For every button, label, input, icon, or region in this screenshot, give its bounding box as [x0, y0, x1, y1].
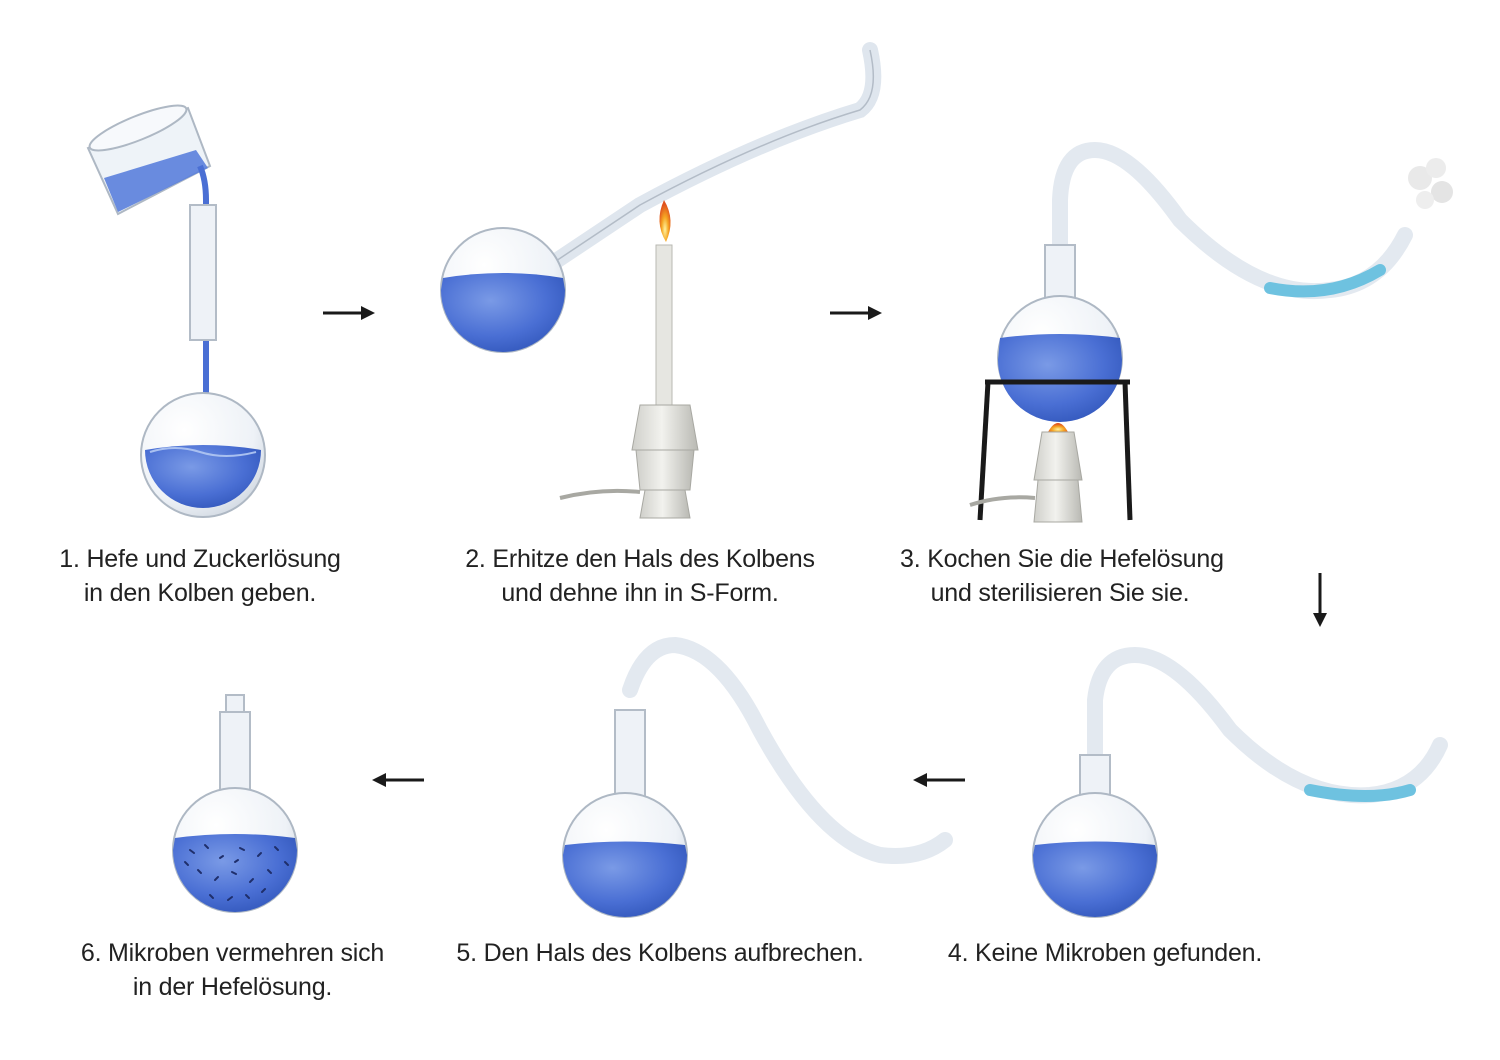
pouring-stream: [197, 164, 209, 440]
caption-step-3-line2: und sterilisieren Sie sie.: [930, 579, 1190, 607]
burner-icon: [969, 423, 1083, 523]
caption-step-2-line1: 2. Erhitze den Hals des Kolbens: [465, 545, 815, 573]
arrow-step4-to-step5: [913, 773, 965, 787]
caption-step-1-line2: in den Kolben geben.: [83, 579, 317, 607]
candle-icon: [559, 200, 699, 519]
caption-step-1: 1. Hefe und Zuckerlösung in den Kolben g…: [50, 542, 350, 610]
step-4-illustration: [1032, 646, 1448, 918]
step-1-illustration: [86, 104, 266, 518]
caption-step-3: 3. Kochen Sie die Hefelösung und sterili…: [900, 542, 1224, 610]
caption-step-1-line1: 1. Hefe und Zuckerlösung: [59, 545, 341, 573]
tripod-icon: [977, 379, 1133, 521]
caption-step-5-line1: 5. Den Hals des Kolbens aufbrechen.: [456, 939, 864, 967]
flask-icon: [172, 694, 298, 913]
step-2-illustration: [440, 42, 882, 519]
arrow-step5-to-step6: [372, 773, 424, 787]
arrow-icon: [323, 306, 1327, 787]
caption-step-6: 6. Mikroben vermehren sich in der Hefelö…: [75, 936, 390, 1004]
caption-step-5: 5. Den Hals des Kolbens aufbrechen.: [450, 936, 870, 970]
flask-icon: [562, 636, 953, 918]
steam-icon: [1408, 158, 1453, 209]
flask-icon: [440, 42, 882, 353]
arrow-step3-to-step4: [1313, 573, 1327, 627]
step-5-illustration: [562, 636, 953, 918]
caption-step-6-line1: 6. Mikroben vermehren sich: [80, 939, 385, 967]
caption-step-4: 4. Keine Mikroben gefunden.: [940, 936, 1270, 970]
beaker-icon: [86, 104, 212, 216]
arrow-step1-to-step2: [323, 306, 375, 320]
caption-step-2: 2. Erhitze den Hals des Kolbens und dehn…: [460, 542, 820, 610]
step-6-illustration: [172, 694, 298, 913]
flask-icon: [997, 141, 1413, 422]
microbe-icon: [184, 844, 289, 901]
caption-step-6-line2: in der Hefelösung.: [132, 973, 333, 1001]
flask-icon: [1032, 646, 1448, 918]
caption-step-3-line1: 3. Kochen Sie die Hefelösung: [900, 545, 1224, 573]
arrow-step2-to-step3: [830, 306, 882, 320]
step-3-illustration: [969, 141, 1453, 523]
caption-step-2-line2: und dehne ihn in S-Form.: [501, 579, 779, 607]
flask-icon: [140, 204, 266, 518]
caption-step-4-line1: 4. Keine Mikroben gefunden.: [947, 939, 1263, 967]
